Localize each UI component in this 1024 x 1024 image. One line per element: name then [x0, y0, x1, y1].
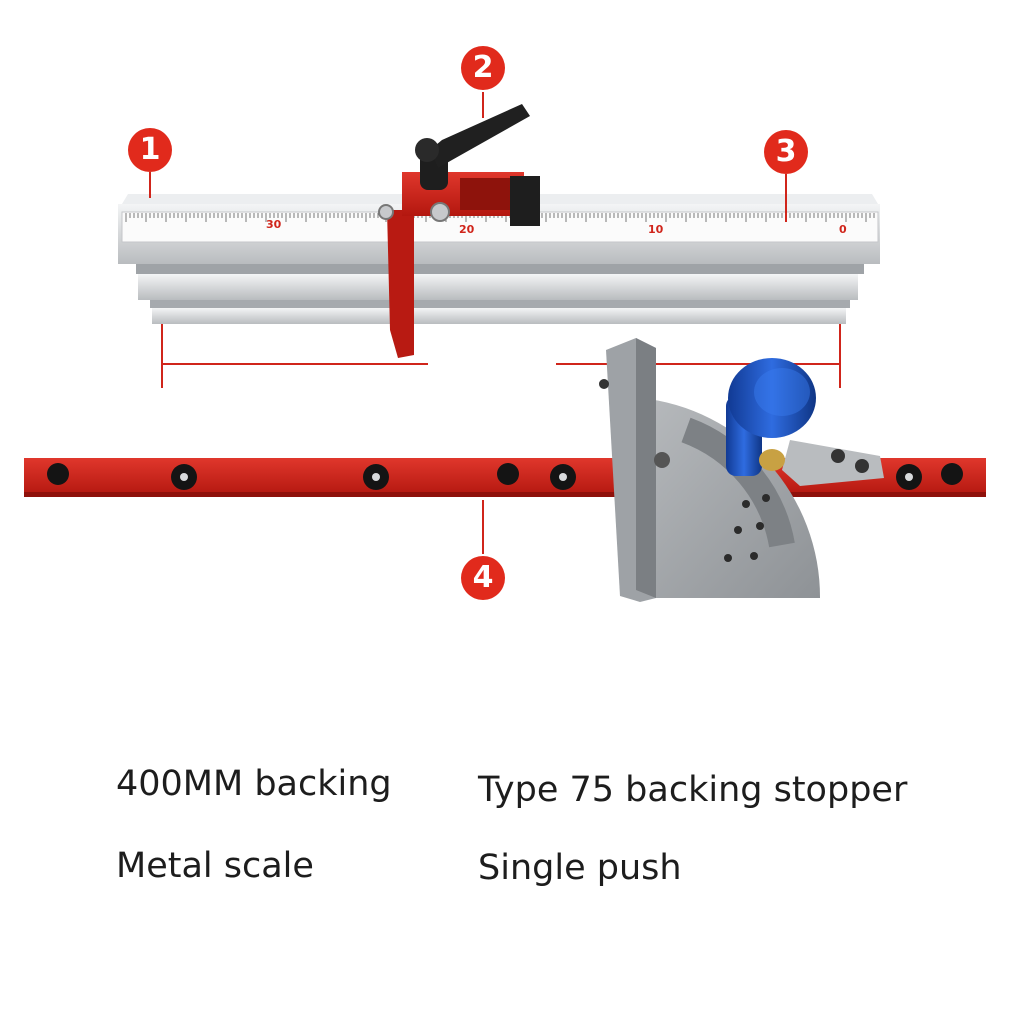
ruler-label-10: 10 [648, 223, 664, 236]
caption-stopper: Type 75 backing stopper [478, 770, 908, 810]
ruler-label-0: 0 [839, 223, 847, 236]
miter-gauge [599, 338, 884, 602]
callout-badge-4: 4 [461, 556, 505, 600]
aluminum-fence [118, 194, 880, 324]
callout-badge-3: 3 [764, 130, 808, 174]
ruler-label-30: 30 [266, 218, 282, 231]
callout-badge-1: 1 [128, 128, 172, 172]
caption-push: Single push [478, 848, 682, 888]
ruler-scale [125, 213, 875, 222]
caption-backing: 400MM backing [116, 764, 392, 804]
callout-badge-2: 2 [461, 46, 505, 90]
product-illustration [24, 92, 986, 602]
callout-leaders [149, 92, 787, 554]
ruler-label-20: 20 [459, 223, 475, 236]
backing-stopper [378, 104, 540, 358]
caption-scale: Metal scale [116, 846, 314, 886]
